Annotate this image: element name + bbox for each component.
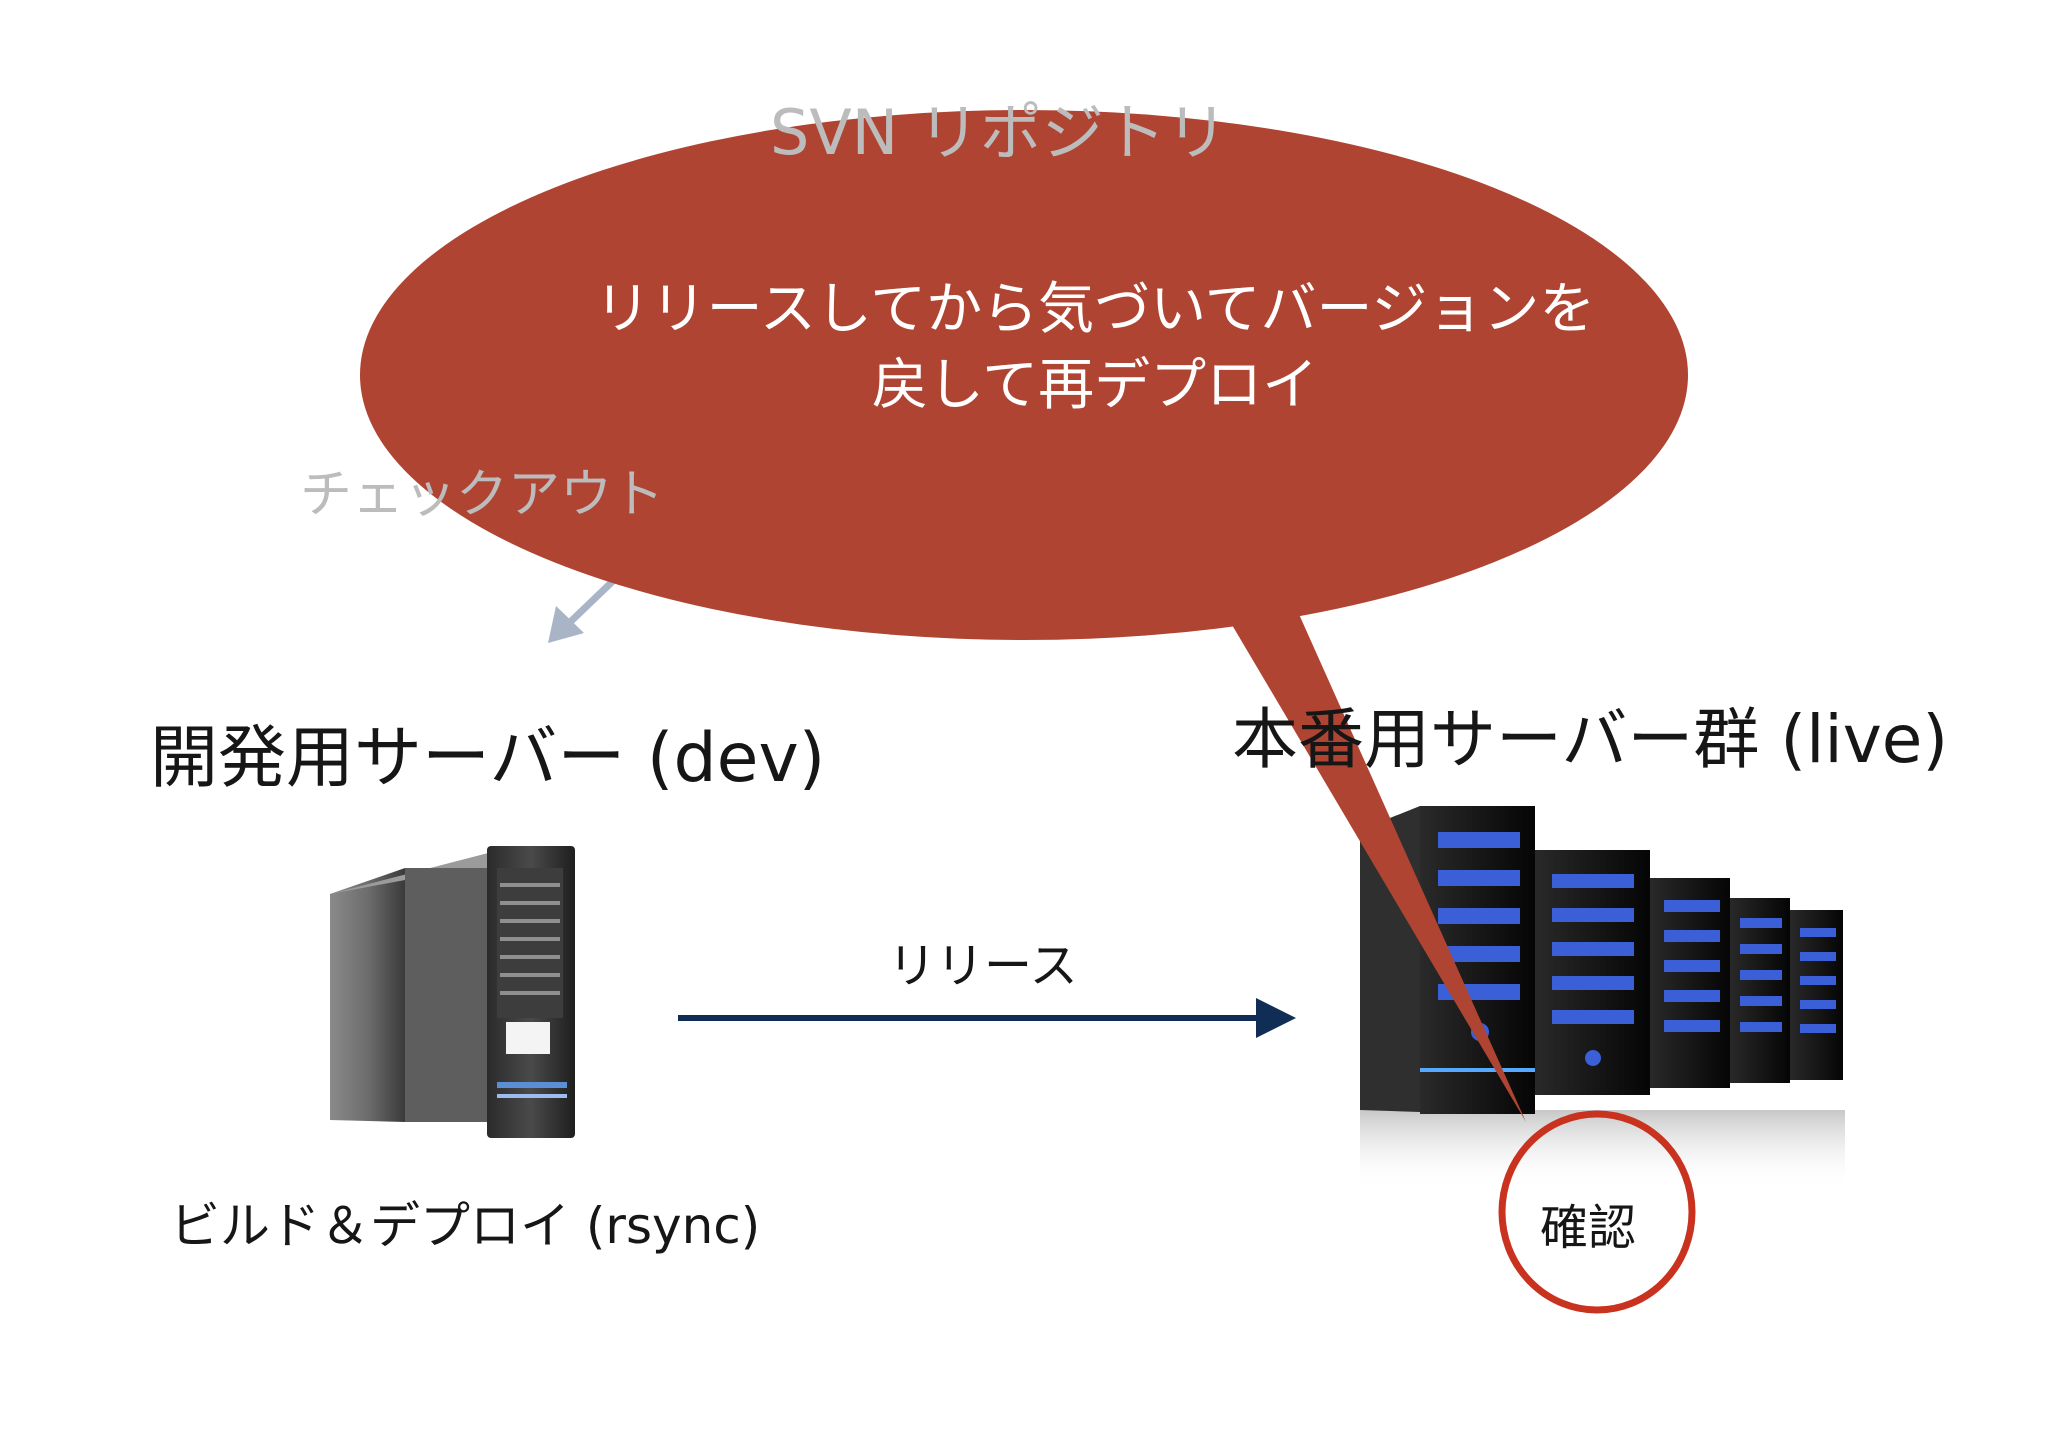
callout-line-2: 戻して再デプロイ [871,353,1319,418]
release-arrow [678,998,1296,1038]
callout-line-1: リリースしてから気づいてバージョンを [594,277,1596,342]
live-servers-title: 本番用サーバー群 (live) [1232,701,1949,778]
build-deploy-label: ビルド＆デプロイ (rsync) [170,1197,761,1255]
live-servers-icon [1360,806,1845,1190]
dev-server-icon [330,846,575,1138]
callout-text: リリースしてから気づいてバージョンを 戻して再デプロイ [470,272,1720,424]
checkout-label: チェックアウト [300,465,665,525]
release-label: リリース [888,938,1078,994]
dev-server-title: 開発用サーバー (dev) [150,719,826,798]
confirm-circle [1498,1110,1696,1314]
callout-bubble [360,110,1688,1122]
confirm-label: 確認 [1540,1200,1637,1256]
svn-repository-label: SVN リポジトリ [770,96,1228,169]
